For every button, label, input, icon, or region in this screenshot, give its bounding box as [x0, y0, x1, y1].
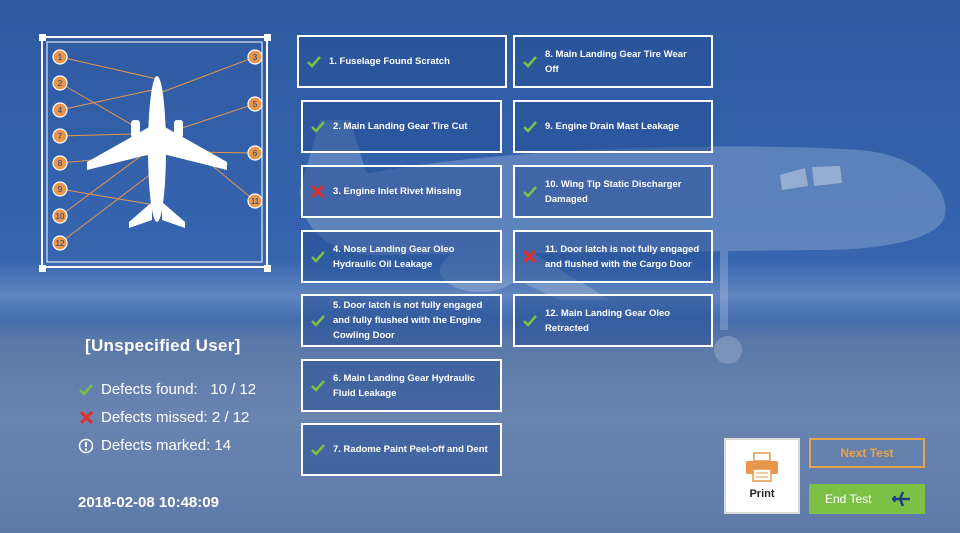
user-name: [Unspecified User] [85, 336, 241, 355]
defect-label: 11. Door latch is not fully engaged and … [545, 243, 700, 270]
cross-icon [78, 410, 94, 426]
svg-text:10: 10 [56, 212, 65, 221]
cross-icon [311, 185, 327, 198]
defects-marked-stat: Defects marked: 14 [78, 437, 231, 454]
defect-number-badge: 7 [52, 128, 68, 144]
svg-text:6: 6 [253, 149, 258, 158]
svg-text:12: 12 [56, 239, 65, 248]
defect-label: 6. Main Landing Gear Hydraulic Fluid Lea… [333, 372, 476, 399]
defect-label: 12. Main Landing Gear Oleo Retracted [545, 307, 671, 334]
check-icon [523, 314, 539, 327]
check-icon [311, 379, 327, 392]
check-icon [311, 443, 327, 456]
frame-corner-handle [39, 265, 46, 272]
exclamation-icon [78, 438, 94, 454]
check-icon [307, 55, 323, 68]
defects-found-text: Defects found: 10 / 12 [101, 381, 257, 398]
defect-number-badge: 5 [247, 96, 263, 112]
defect-number-badge: 1 [52, 49, 68, 65]
next-test-button[interactable]: Next Test [809, 438, 925, 468]
defect-item-2: 2. Main Landing Gear Tire Cut [301, 100, 502, 153]
check-icon [523, 120, 539, 133]
svg-text:4: 4 [58, 106, 63, 115]
defect-label: 9. Engine Drain Mast Leakage [545, 121, 680, 132]
defect-item-6: 6. Main Landing Gear Hydraulic Fluid Lea… [301, 359, 502, 412]
cross-icon [523, 250, 539, 263]
frame-corner-handle [264, 34, 271, 41]
defect-label: 4. Nose Landing Gear Oleo Hydraulic Oil … [333, 243, 455, 270]
end-test-button[interactable]: End Test [809, 484, 925, 514]
frame-corner-handle [264, 265, 271, 272]
timestamp: 2018-02-08 10:48:09 [78, 494, 219, 511]
defect-label: 8. Main Landing Gear Tire Wear Off [545, 48, 687, 75]
check-icon [523, 55, 539, 68]
defect-item-1: 1. Fuselage Found Scratch [297, 35, 507, 88]
defect-item-5: 5. Door latch is not fully engaged and f… [301, 294, 502, 347]
check-icon [78, 382, 94, 398]
defect-label: 2. Main Landing Gear Tire Cut [333, 121, 468, 132]
defect-label: 7. Radome Paint Peel-off and Dent [333, 444, 488, 455]
defect-item-10: 10. Wing Tip Static Discharger Damaged [513, 165, 713, 218]
defect-item-8: 8. Main Landing Gear Tire Wear Off [513, 35, 713, 88]
check-icon [311, 250, 327, 263]
defect-number-badge: 3 [247, 49, 263, 65]
frame-corner-handle [39, 34, 46, 41]
svg-text:1: 1 [58, 53, 63, 62]
airplane-icon [892, 491, 910, 507]
check-icon [311, 314, 327, 327]
defect-number-badge: 9 [52, 181, 68, 197]
svg-text:3: 3 [253, 53, 258, 62]
end-test-label: End Test [825, 492, 872, 506]
defects-marked-text: Defects marked: 14 [101, 437, 232, 454]
defect-number-badge: 2 [52, 75, 68, 91]
svg-text:8: 8 [58, 159, 63, 168]
defect-number-badge: 4 [52, 102, 68, 118]
defect-label: 3. Engine Inlet Rivet Missing [333, 186, 462, 197]
svg-text:2: 2 [58, 79, 63, 88]
defect-item-11: 11. Door latch is not fully engaged and … [513, 230, 713, 283]
printer-icon [746, 452, 778, 482]
defect-number-badge: 6 [247, 145, 263, 161]
defect-number-badge: 8 [52, 155, 68, 171]
print-label: Print [749, 488, 775, 500]
diagram-frame [41, 36, 268, 268]
defect-label: 1. Fuselage Found Scratch [329, 56, 450, 67]
defect-item-7: 7. Radome Paint Peel-off and Dent [301, 423, 502, 476]
svg-text:11: 11 [251, 197, 260, 206]
defect-item-12: 12. Main Landing Gear Oleo Retracted [513, 294, 713, 347]
defect-number-badge: 12 [52, 235, 68, 251]
check-icon [311, 120, 327, 133]
defect-item-4: 4. Nose Landing Gear Oleo Hydraulic Oil … [301, 230, 502, 283]
svg-text:7: 7 [58, 132, 63, 141]
print-button[interactable]: Print [724, 438, 800, 514]
svg-text:5: 5 [253, 100, 258, 109]
aircraft-silhouette [87, 76, 227, 228]
defect-number-badge: 11 [247, 193, 263, 209]
svg-text:9: 9 [58, 185, 63, 194]
defect-label: 10. Wing Tip Static Discharger Damaged [545, 178, 682, 205]
check-icon [523, 185, 539, 198]
next-test-label: Next Test [840, 446, 894, 460]
defects-missed-stat: Defects missed: 2 / 12 [78, 409, 249, 426]
defect-label: 5. Door latch is not fully engaged and f… [333, 300, 483, 341]
defect-number-badge: 10 [52, 208, 68, 224]
defect-item-9: 9. Engine Drain Mast Leakage [513, 100, 713, 153]
defects-found-stat: Defects found: 10 / 12 [78, 381, 256, 398]
defect-item-3: 3. Engine Inlet Rivet Missing [301, 165, 502, 218]
defects-missed-text: Defects missed: 2 / 12 [101, 409, 250, 426]
